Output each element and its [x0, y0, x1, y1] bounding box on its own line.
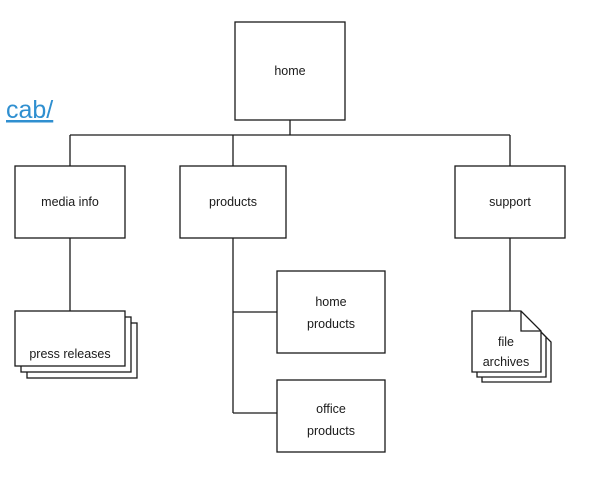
node-media-info: media info	[14, 165, 126, 239]
node-file-archives-line1: file	[498, 335, 514, 349]
node-media-info-label: media info	[41, 195, 99, 209]
node-products-label: products	[209, 195, 257, 209]
node-home-box	[234, 21, 346, 121]
node-office-products-box	[276, 379, 386, 453]
node-press-releases-label: press releases	[29, 347, 110, 361]
node-home-products: home products	[276, 270, 386, 354]
connectors	[69, 120, 511, 414]
node-file-archives-line2: archives	[483, 355, 530, 369]
node-products: products	[179, 165, 287, 239]
node-home-products-line2: products	[307, 317, 355, 331]
node-home: home	[234, 21, 346, 121]
node-office-products-line1: office	[316, 402, 346, 416]
node-office-products-line2: products	[307, 424, 355, 438]
node-support-label: support	[489, 195, 531, 209]
page-link[interactable]: cab/	[6, 96, 53, 124]
node-home-products-line1: home	[315, 295, 346, 309]
node-file-archives-box	[471, 310, 542, 373]
node-support-box	[454, 165, 566, 239]
node-press-releases: press releases	[14, 310, 138, 379]
node-file-archives: file archives	[471, 310, 552, 383]
node-home-label: home	[274, 64, 305, 78]
node-press-releases-box	[14, 310, 126, 367]
node-support: support	[454, 165, 566, 239]
page-link-text[interactable]: cab/	[6, 96, 53, 124]
node-home-products-box	[276, 270, 386, 354]
node-office-products: office products	[276, 379, 386, 453]
node-media-info-box	[14, 165, 126, 239]
node-products-box	[179, 165, 287, 239]
folded-corner-icon	[520, 311, 541, 332]
